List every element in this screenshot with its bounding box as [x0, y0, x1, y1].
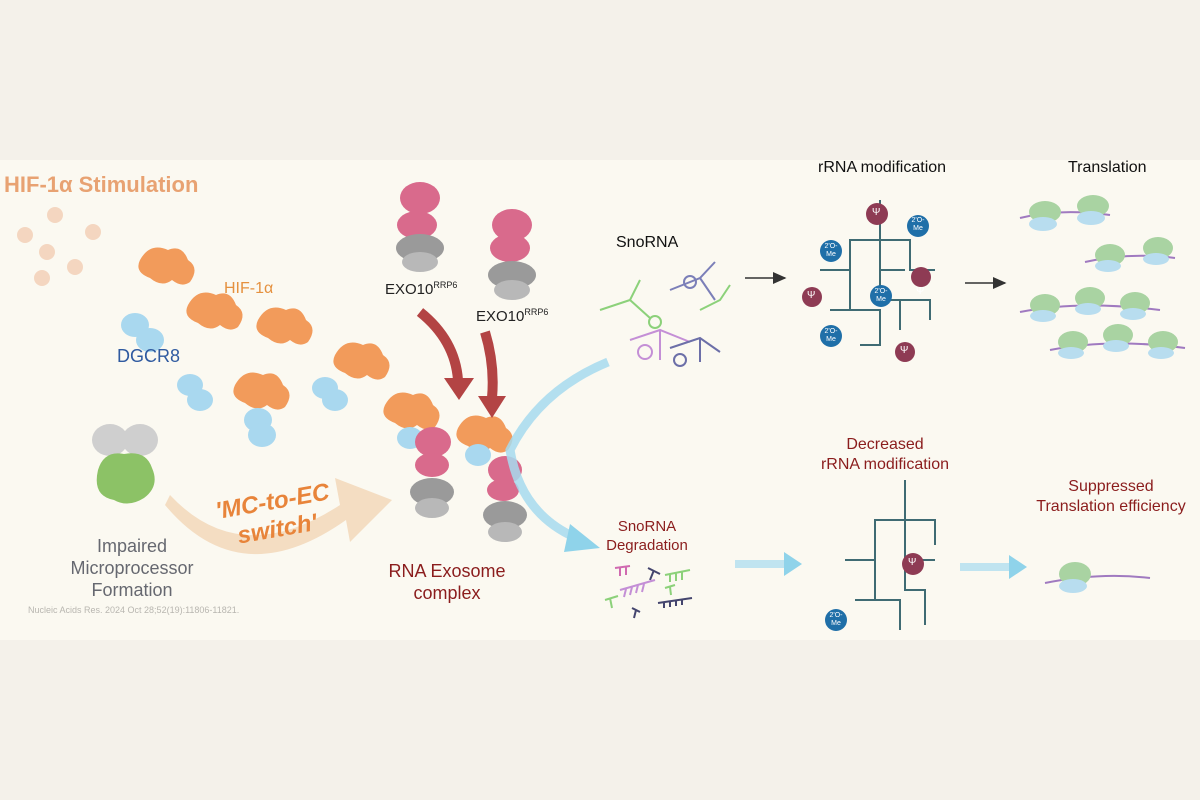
mc-to-ec-switch-arrow — [165, 478, 392, 555]
rrna-modification-markers — [802, 203, 931, 362]
rrna-decreased-markers — [825, 553, 924, 631]
two-o-me-symbol: 2'O-Me — [824, 328, 838, 343]
snorna-to-exosome-arrow — [505, 357, 610, 540]
diagram-title: HIF-1α Stimulation — [4, 172, 199, 197]
exo10-label-left: EXO10RRP6 — [385, 280, 458, 298]
decreased-rrna-modification-label: Decreased rRNA modification — [820, 436, 950, 473]
psi-symbol: Ψ — [908, 557, 917, 568]
psi-symbol: Ψ — [900, 345, 909, 356]
two-o-me-symbol: 2'O-Me — [874, 288, 888, 303]
rrna-modification-heading: rRNA modification — [818, 159, 947, 176]
impaired-microprocessor-complex — [92, 424, 158, 504]
rrna-structure-decreased — [845, 480, 936, 630]
rna-exosome-complex-label: RNA Exosome complex — [388, 561, 506, 603]
translation-heading: Translation — [1068, 159, 1147, 176]
two-o-me-symbol: 2'O-Me — [824, 243, 838, 258]
translation-ribosome-low — [1044, 562, 1151, 593]
degradation-flow-arrows — [735, 552, 1027, 579]
psi-symbol: Ψ — [807, 290, 816, 301]
suppressed-translation-label: Suppressed Translation efficiency — [1036, 478, 1186, 515]
exo10-rrp6-upper-right — [488, 209, 536, 300]
dgcr8-proteins — [121, 313, 491, 466]
snorna-label: SnoRNA — [616, 234, 679, 251]
rna-exosome-complex-icons — [410, 427, 527, 542]
exo-arrow-right — [480, 330, 498, 399]
exo-arrow-left — [416, 308, 463, 381]
exo10-rrp6-upper-left — [396, 182, 444, 272]
two-o-me-symbol: 2'O-Me — [829, 612, 843, 627]
exo10-label-right: EXO10RRP6 — [476, 307, 549, 325]
impaired-microprocessor-label: Impaired Microprocessor Formation — [70, 536, 194, 600]
hif-dots — [17, 207, 101, 286]
snorna-structures — [599, 261, 731, 367]
two-o-me-symbol: 2'O-Me — [911, 217, 925, 232]
psi-symbol: Ψ — [916, 286, 925, 297]
psi-symbol: Ψ — [872, 207, 881, 218]
snorna-fragments — [604, 565, 693, 619]
translation-ribosomes-high — [1019, 195, 1186, 359]
citation: Nucleic Acids Res. 2024 Oct 28;52(19):11… — [28, 605, 240, 615]
hif1a-proteins — [138, 247, 513, 453]
dgcr8-label: DGCR8 — [117, 346, 181, 366]
hif1a-label: HIF-1α — [224, 280, 274, 297]
snorna-degradation-label: SnoRNA Degradation — [606, 518, 688, 554]
